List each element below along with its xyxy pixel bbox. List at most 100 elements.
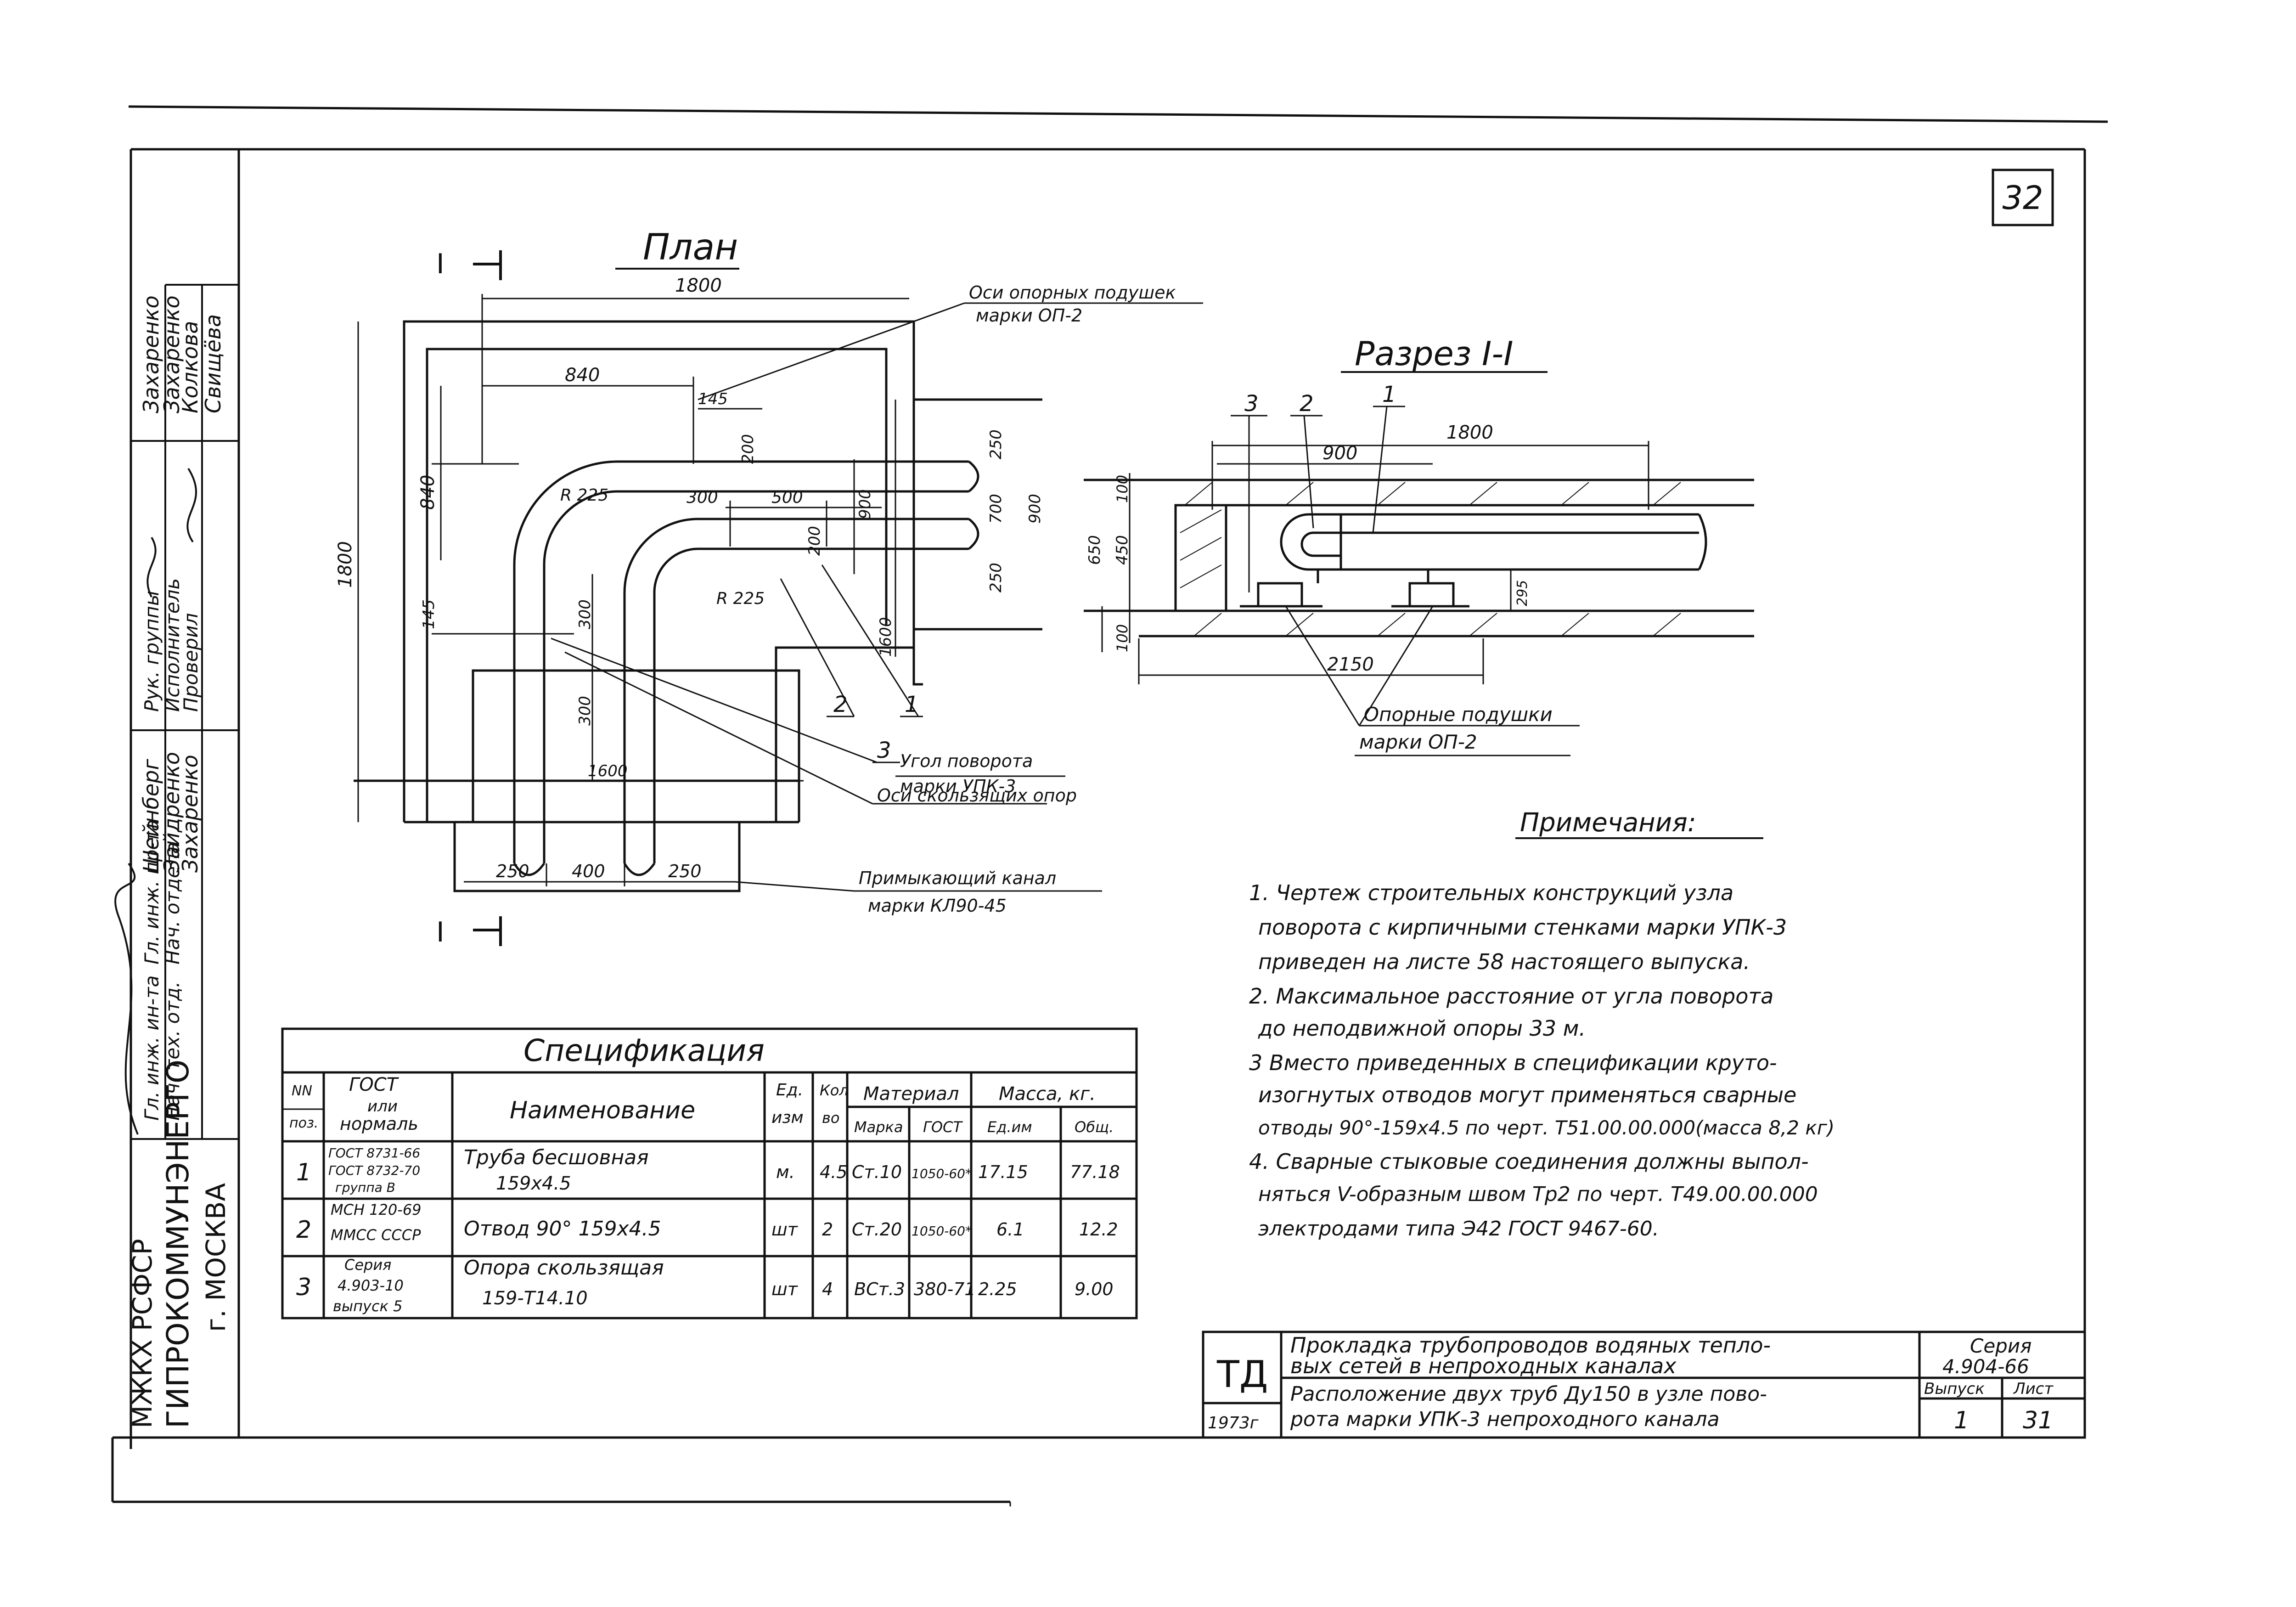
spec-row: 3 Серия 4.903-10 выпуск 5 Опора скользящ… [296,1256,1114,1315]
section-dim-1800: 1800 [1446,422,1493,443]
dim-1600-horizontal: 1600 [588,762,628,780]
section-pads-label-2: марки ОП-2 [1359,731,1477,753]
spec-cell-name-2: 159-Т14.10 [482,1288,588,1309]
note-line: электродами типа Э42 ГОСТ 9467-60. [1258,1217,1659,1240]
spec-head-pos-1: NN [292,1083,312,1099]
sidebar-name: Захаренко [139,295,163,413]
stamp-issue-value: 1 [1954,1407,1969,1434]
spec-cell-mgost: 1050-60* [912,1224,972,1239]
section-pads-label-1: Опорные подушки [1364,703,1553,726]
section-item-2: 2 [1300,391,1314,417]
spec-head-name: Наименование [510,1097,695,1124]
sidebar-signatures [114,468,197,1135]
spec-cell-mass-total: 77.18 [1070,1162,1120,1182]
sidebar-name: Захаренко [159,295,184,413]
sidebar-city: г. МОСКВА [200,1183,231,1332]
section-item-leaders [1231,406,1405,592]
spec-cell-grade: Ст.20 [852,1219,902,1240]
spec-row: 2 МСН 120-69 ММСС СССР Отвод 90° 159x4.5… [296,1201,1118,1244]
spec-cell-name-2: 159x4.5 [496,1173,571,1194]
title-stamp: ТД 1973г Прокладка трубопроводов водяных… [1202,1331,2086,1439]
spec-cell-unit: м. [776,1162,795,1182]
spec-head-gost-1: ГОСТ [349,1074,400,1095]
sidebar-name: Захаренко [178,755,203,873]
stamp-code: ТД [1216,1353,1268,1396]
section-dim-900: 900 [1322,443,1357,464]
spec-cell-mass-unit: 17.15 [978,1162,1028,1182]
section-pads-leaders [1285,606,1580,727]
spec-table-grid [281,1027,1138,1319]
note-line: 3 Вместо приведенных в спецификации крут… [1249,1050,1777,1075]
stamp-title-1: Прокладка трубопроводов водяных тепло- [1290,1333,1771,1358]
spec-head-unit-2: изм [771,1108,804,1127]
spec-cell-gost-3: группа В [335,1180,395,1195]
dim-bottom-400: 400 [572,861,605,881]
sidebar-ministry: МЖКХ РСФСР [127,1239,158,1428]
leader-channel-2: марки КЛ90-45 [868,896,1007,916]
spec-cell-qty: 4.5 [820,1162,847,1182]
dim-840-vertical: 840 [417,475,439,510]
spec-head-mass-total: Общ. [1075,1118,1114,1136]
section-item-3: 3 [1244,391,1259,417]
spec-cell-gost-1: ГОСТ 8731-66 [328,1145,420,1161]
spec-head-gost-2: или [367,1097,398,1116]
section-dim-650: 650 [1086,535,1104,565]
leader-item-1: 1 [905,692,919,717]
spec-head-mat-grade: Марка [854,1118,903,1136]
spec-cell-mgost: 380-71 [914,1279,976,1299]
note-line: приведен на листе 58 настоящего выпуска. [1258,949,1750,974]
top-sheet-number: 32 [2002,179,2043,217]
spec-cell-mass-unit: 6.1 [996,1219,1024,1240]
sidebar-role: Нач. отдела [161,842,184,964]
leader-corner-1: Угол поворота [900,751,1033,771]
dim-300-horizontal: 300 [687,488,718,507]
dim-200-mid: 200 [805,526,824,556]
spec-title: Спецификация [523,1033,765,1068]
dim-145-left: 145 [420,599,438,629]
spec-cell-gost-1: Серия [344,1256,391,1274]
spec-cell-pos: 2 [296,1216,311,1244]
plan-pipes [513,460,979,876]
plan-section-marks [473,250,502,946]
spec-cell-qty: 4 [822,1279,833,1299]
section-structure [1084,479,1754,637]
stamp-title-2: вых сетей в непроходных каналах [1290,1353,1677,1378]
stamp-subtitle-1: Расположение двух труб Ду150 в узле пово… [1290,1382,1767,1406]
stamp-sheet-label: Лист [2013,1380,2054,1398]
spec-head-mass-unit: Ед.им [987,1118,1032,1136]
section-view: Разрез I-I [1084,334,1754,756]
section-dimensions [1101,441,1649,684]
dim-1800-horizontal: 1800 [675,275,722,296]
spec-head-mat-gost: ГОСТ [923,1118,963,1136]
dim-250-b: 250 [987,563,1005,592]
section-dim-295: 295 [1514,580,1531,606]
section-dim-2150: 2150 [1327,654,1374,675]
dim-700: 700 [987,494,1005,524]
dim-900-a: 900 [856,489,874,519]
section-dim-100-bottom: 100 [1114,624,1131,652]
spec-table: Спецификация NN поз. ГОСТ или нормаль На… [281,1027,1138,1319]
spec-cell-mass-total: 12.2 [1079,1219,1118,1240]
section-mark-bottom: I [436,916,445,948]
leader-slide-axes: Оси скользящих опор [877,785,1077,806]
spec-cell-unit: шт [771,1279,799,1299]
spec-cell-pos: 1 [296,1159,311,1186]
leader-item-3: 3 [877,738,891,763]
spec-cell-name-1: Опора скользящая [464,1256,664,1280]
stamp-year: 1973г [1208,1414,1259,1432]
plan-leaders [551,302,1203,892]
dim-250-a: 250 [987,429,1005,459]
note-line: до неподвижной опоры 33 м. [1258,1016,1586,1041]
sidebar-roles: Гл. инж. ин-та Нач. тех. отд. Гл. инж. п… [141,578,202,1121]
spec-cell-gost-2: ГОСТ 8732-70 [328,1163,420,1178]
spec-cell-name-1: Труба бесшовная [464,1146,649,1169]
stamp-issue-label: Выпуск [1924,1380,1985,1398]
notes: Примечания: 1. Чертеж строительных конст… [1249,808,1835,1240]
sidebar-frame [131,284,239,1140]
spec-cell-grade: ВСт.3 [854,1279,905,1299]
note-line: 1. Чертеж строительных конструкций узла [1249,880,1733,905]
leader-channel-1: Примыкающий канал [859,868,1056,888]
sidebar-institute: ГИПРОКОММУНЭНЕРГО [160,1060,196,1428]
spec-cell-mass-unit: 2.25 [978,1279,1017,1299]
